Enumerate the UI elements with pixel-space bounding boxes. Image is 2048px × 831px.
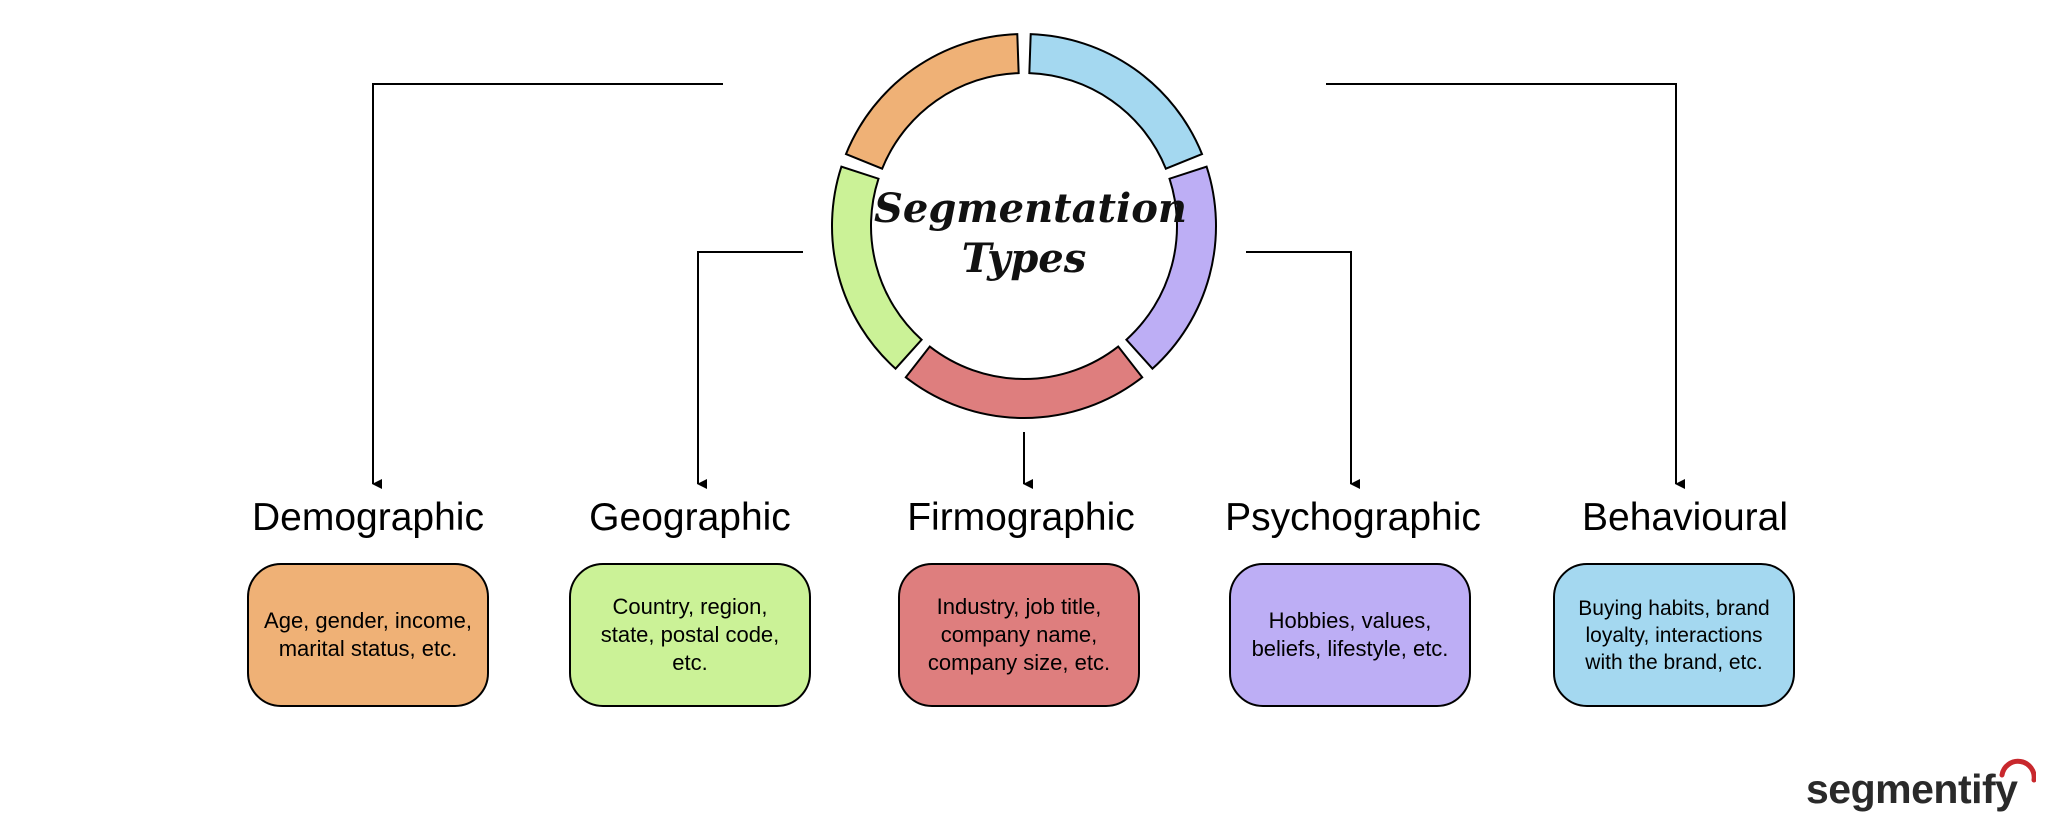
center-title-line2: Types xyxy=(961,235,1087,282)
segment-title-psychographic: Psychographic xyxy=(1225,496,1481,539)
segment-description-behavioural: Buying habits, brand loyalty, interactio… xyxy=(1578,596,1770,674)
ring-segment-blue xyxy=(1028,33,1204,170)
ring-segment-orange xyxy=(844,33,1020,170)
logo-arc-icon xyxy=(1999,758,2036,783)
segment-box-demographic: Age, gender, income, marital status, etc… xyxy=(247,563,489,707)
segment-title-firmographic: Firmographic xyxy=(907,496,1135,539)
segment-box-behavioural: Buying habits, brand loyalty, interactio… xyxy=(1553,563,1795,707)
ring-segment-purple xyxy=(1124,165,1217,371)
segment-title-behavioural: Behavioural xyxy=(1582,496,1788,539)
segment-description-psychographic: Hobbies, values, beliefs, lifestyle, etc… xyxy=(1251,608,1449,661)
segment-description-demographic: Age, gender, income, marital status, etc… xyxy=(264,608,472,661)
segment-description-geographic: Country, region, state, postal code, etc… xyxy=(600,594,780,675)
segmentify-logo: segmentify xyxy=(1806,756,2036,816)
ring-segment-red xyxy=(904,345,1144,419)
segment-box-geographic: Country, region, state, postal code, etc… xyxy=(569,563,811,707)
logo-text: segmentify xyxy=(1806,766,2018,812)
segment-box-firmographic: Industry, job title, company name, compa… xyxy=(898,563,1140,707)
center-title-line1: Segmentation xyxy=(874,185,1187,232)
segment-box-psychographic: Hobbies, values, beliefs, lifestyle, etc… xyxy=(1229,563,1471,707)
connector-geographic xyxy=(697,251,803,489)
segmentation-ring xyxy=(831,33,1217,419)
center-title: Segmentation Types xyxy=(874,184,1187,284)
connector-psychographic xyxy=(1246,251,1360,489)
segment-title-demographic: Demographic xyxy=(252,496,484,539)
segment-title-geographic: Geographic xyxy=(589,496,791,539)
ring-segment-green xyxy=(831,165,924,371)
connector-demographic xyxy=(372,83,723,489)
connector-behavioural xyxy=(1326,83,1685,489)
segment-description-firmographic: Industry, job title, company name, compa… xyxy=(927,594,1111,675)
